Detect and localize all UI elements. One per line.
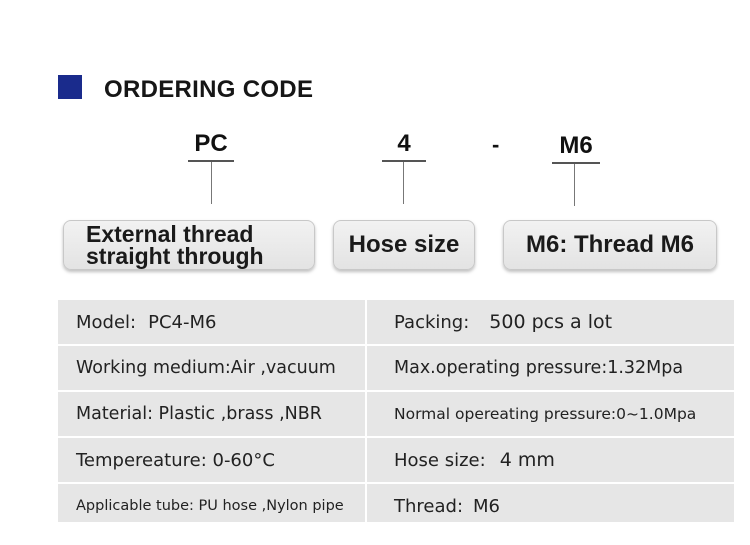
heading-title: ORDERING CODE xyxy=(104,76,314,103)
code-m6-text: M6 xyxy=(559,132,593,159)
spec-thread-value: M6 xyxy=(473,495,500,517)
code-pc-connector xyxy=(211,162,212,204)
spec-max-pressure: Max.operating pressure:1.32Mpa xyxy=(394,358,684,378)
spec-normal-pressure: Normal opereating pressure:0~1.0Mpa xyxy=(394,405,697,423)
code-4-connector xyxy=(403,162,404,204)
code-separator: - xyxy=(492,132,500,157)
code-4-text: 4 xyxy=(397,130,411,157)
box-type-line1: External thread xyxy=(86,221,254,247)
spec-hose-size-label: Hose size: xyxy=(394,449,486,471)
spec-applicable-tube: Applicable tube: PU hose ,Nylon pipe xyxy=(76,498,344,514)
code-pc: PC xyxy=(188,130,234,204)
code-4-underline xyxy=(382,160,426,162)
code-4: 4 xyxy=(382,130,426,204)
spec-model-label: Model: xyxy=(76,311,137,333)
spec-packing-value: 500 pcs a lot xyxy=(489,311,613,333)
code-pc-underline xyxy=(188,160,234,162)
code-m6-underline xyxy=(552,162,600,164)
table-row: Tempereature: 0-60°C Hose size: 4 mm xyxy=(58,438,734,484)
code-m6: M6 xyxy=(552,132,600,206)
table-row: Model: PC4-M6 Packing: 500 pcs a lot xyxy=(58,300,734,346)
spec-model: Model: PC4-M6 xyxy=(76,300,216,344)
code-m6-connector xyxy=(574,164,575,206)
spec-material: Material: Plastic ,brass ,NBR xyxy=(76,404,322,424)
spec-temperature: Tempereature: 0-60°C xyxy=(76,449,275,471)
spec-working-medium: Working medium:Air ,vacuum xyxy=(76,358,336,378)
column-divider xyxy=(365,300,367,522)
spec-hose-size: Hose size: 4 mm xyxy=(394,438,555,482)
table-row: Working medium:Air ,vacuum Max.operating… xyxy=(58,346,734,392)
spec-hose-size-value: 4 mm xyxy=(499,449,555,471)
heading-marker xyxy=(58,75,82,99)
box-thread: M6: Thread M6 xyxy=(503,220,717,270)
spec-table: Model: PC4-M6 Packing: 500 pcs a lot Wor… xyxy=(58,300,734,522)
spec-thread: Thread: M6 xyxy=(394,484,500,528)
spec-thread-label: Thread: xyxy=(394,495,464,517)
spec-packing-label: Packing: xyxy=(394,311,470,333)
box-hose-size: Hose size xyxy=(333,220,475,270)
code-pc-text: PC xyxy=(194,130,228,157)
table-row: Material: Plastic ,brass ,NBR Normal ope… xyxy=(58,392,734,438)
box-type-line2: straight through xyxy=(86,243,264,269)
spec-model-value: PC4-M6 xyxy=(148,311,217,333)
section-heading: ORDERING CODE xyxy=(58,74,313,103)
box-type: External thread straight through xyxy=(63,220,315,270)
table-row: Applicable tube: PU hose ,Nylon pipe Thr… xyxy=(58,484,734,528)
spec-packing: Packing: 500 pcs a lot xyxy=(394,300,612,344)
